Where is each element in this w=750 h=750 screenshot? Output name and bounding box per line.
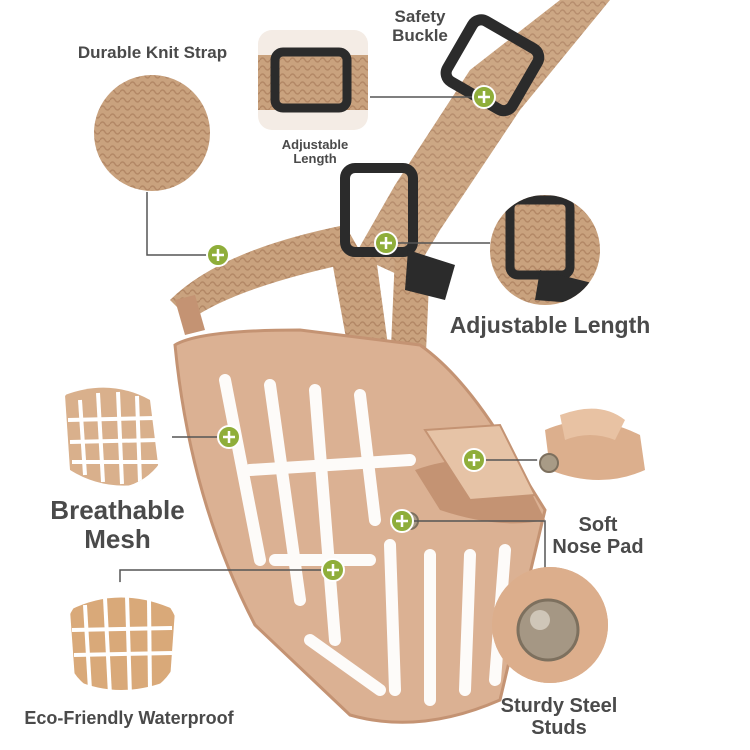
marker-eco-friendly-icon	[321, 558, 345, 582]
marker-breathable-mesh-icon	[217, 425, 241, 449]
label-sturdy-steel-studs: Sturdy Steel Studs	[500, 695, 618, 739]
marker-nose-pad-icon	[462, 448, 486, 472]
label-breathable-mesh: Breathable Mesh	[50, 495, 185, 554]
marker-safety-buckle-icon	[472, 85, 496, 109]
inset-adjustable-length-top	[258, 30, 368, 130]
inset-adjustable-length-right	[490, 195, 600, 305]
label-soft-nose-pad: Soft Nose Pad	[552, 514, 644, 558]
label-adjustable-length-small: Adjustable Length	[281, 137, 349, 167]
inset-knit-strap	[94, 75, 210, 191]
label-safety-buckle: Safety Buckle	[392, 7, 448, 45]
inset-breathable-mesh	[54, 372, 170, 488]
marker-knit-strap-icon	[206, 243, 230, 267]
inset-soft-nose-pad	[537, 402, 647, 512]
label-eco-friendly-waterproof: Eco-Friendly Waterproof	[24, 708, 234, 728]
inset-steel-stud	[492, 567, 608, 683]
label-adjustable-length-large: Adjustable Length	[449, 312, 651, 338]
marker-adjustable-length-icon	[374, 231, 398, 255]
label-durable-knit-strap: Durable Knit Strap	[77, 43, 228, 62]
marker-steel-stud-icon	[390, 509, 414, 533]
feature-markers	[206, 85, 496, 582]
muzzle-basket	[173, 328, 558, 724]
inset-eco-friendly	[64, 582, 180, 698]
